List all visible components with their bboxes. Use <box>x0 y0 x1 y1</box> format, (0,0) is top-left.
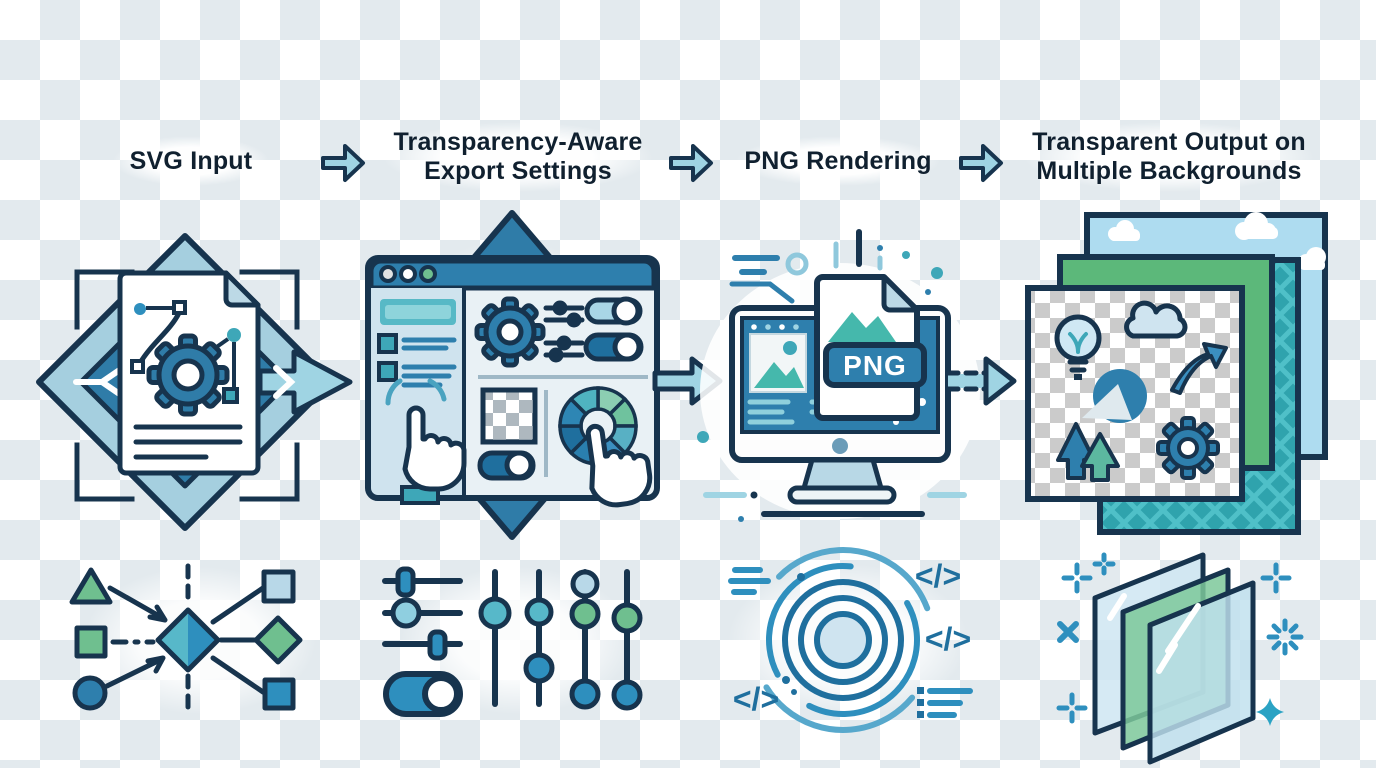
step-label-line: Multiple Backgrounds <box>1036 157 1302 185</box>
tree-arrow-icons <box>1056 422 1120 482</box>
square-node-green <box>74 625 108 659</box>
slider-handle <box>395 566 416 598</box>
decor-dots <box>782 573 924 718</box>
cloud-icon <box>1124 300 1188 339</box>
app-window <box>365 255 660 501</box>
arrow-right-icon <box>320 139 366 192</box>
mountains-graphic <box>828 312 896 342</box>
svg-text:</>: </> <box>925 621 971 657</box>
sparkle-icons <box>1056 552 1304 724</box>
toggle-switch-on-light <box>584 296 643 326</box>
cloud-shapes <box>1108 212 1326 270</box>
star-icon <box>1256 698 1284 726</box>
slider-handle <box>427 629 448 661</box>
concentric-rings <box>750 547 936 733</box>
layer-transparent <box>1025 285 1245 502</box>
figure-glass-layers <box>1046 543 1366 768</box>
lightbulb-icon <box>1054 314 1102 380</box>
figure-transparent-output <box>1020 198 1336 543</box>
figure-sliders <box>372 548 662 733</box>
code-icon: </> </> </> <box>733 558 971 717</box>
crop-brackets <box>74 269 300 502</box>
light-wedge-shape <box>1082 384 1132 420</box>
slider-handle <box>523 652 555 684</box>
slider-glyphs <box>543 300 585 363</box>
traffic-light-dots <box>379 265 437 283</box>
gear-icon <box>1156 416 1220 480</box>
square-node-light <box>261 569 296 604</box>
slider-handle <box>569 598 601 630</box>
square-node-blue <box>262 677 296 711</box>
step-label-line: PNG Rendering <box>744 146 932 175</box>
toggle-switch-on-dark <box>583 332 644 362</box>
slider-handle <box>569 678 601 710</box>
arrow-right-icon <box>958 139 1004 192</box>
diamond-node <box>158 610 218 670</box>
step-label-line: Export Settings <box>424 157 612 185</box>
figure-concentric-circles: </> </> </> <box>698 545 998 735</box>
circle-node <box>72 675 108 711</box>
step-label-png-rendering: PNG Rendering <box>736 136 940 186</box>
connector-arrow-icon <box>945 350 1018 417</box>
triangle-node <box>69 567 113 605</box>
glass-pane <box>1147 580 1256 765</box>
diamond-node-green <box>253 615 303 665</box>
arrow-right-icon <box>668 139 714 192</box>
curved-arrow-icon <box>1170 342 1228 395</box>
toggle-switch-bottom <box>477 450 536 481</box>
hand-cursor-icon <box>385 378 467 505</box>
code-line-dashes <box>728 567 973 718</box>
sidebar-header-block <box>380 299 456 325</box>
slider-handle <box>524 597 554 627</box>
figure-export-settings <box>350 205 670 543</box>
decor-dots <box>697 245 943 522</box>
monitor-stand <box>801 457 884 491</box>
gear-icon <box>474 296 546 368</box>
step-label-line: SVG Input <box>129 146 253 175</box>
step-label-line: Transparency-Aware <box>393 128 643 156</box>
slider-handle <box>611 602 643 634</box>
svg-text:</>: </> <box>733 681 779 717</box>
monitor-base <box>787 485 897 505</box>
ground-lines <box>703 491 967 517</box>
figure-svg-input <box>28 205 353 540</box>
step-label-line: Transparent Output on <box>1032 128 1306 156</box>
slider-handle <box>611 679 643 711</box>
figure-png-rendering: PNG <box>692 206 982 536</box>
slider-handle <box>478 596 512 630</box>
monitor-camera-dot <box>832 438 848 454</box>
svg-document-icon <box>117 270 261 476</box>
svg-text:</>: </> <box>915 558 961 594</box>
transparency-grid <box>480 387 538 445</box>
png-file-icon: PNG <box>814 274 927 421</box>
screen-thumbnail <box>749 333 807 393</box>
figure-flowchart <box>55 548 345 733</box>
png-badge-label: PNG <box>843 350 907 381</box>
screen-text-lines <box>747 399 845 425</box>
screen-dots <box>751 324 799 330</box>
hand-cursor-icon <box>585 423 653 508</box>
toggle-switch <box>383 671 463 717</box>
slider-handle <box>390 597 422 629</box>
slider-handle <box>570 569 600 599</box>
decor-dashes <box>729 229 883 304</box>
gear-icon <box>146 333 230 417</box>
step-label-svg-input: SVG Input <box>113 136 269 186</box>
png-badge: PNG <box>823 342 927 388</box>
document-text-lines <box>133 424 243 460</box>
